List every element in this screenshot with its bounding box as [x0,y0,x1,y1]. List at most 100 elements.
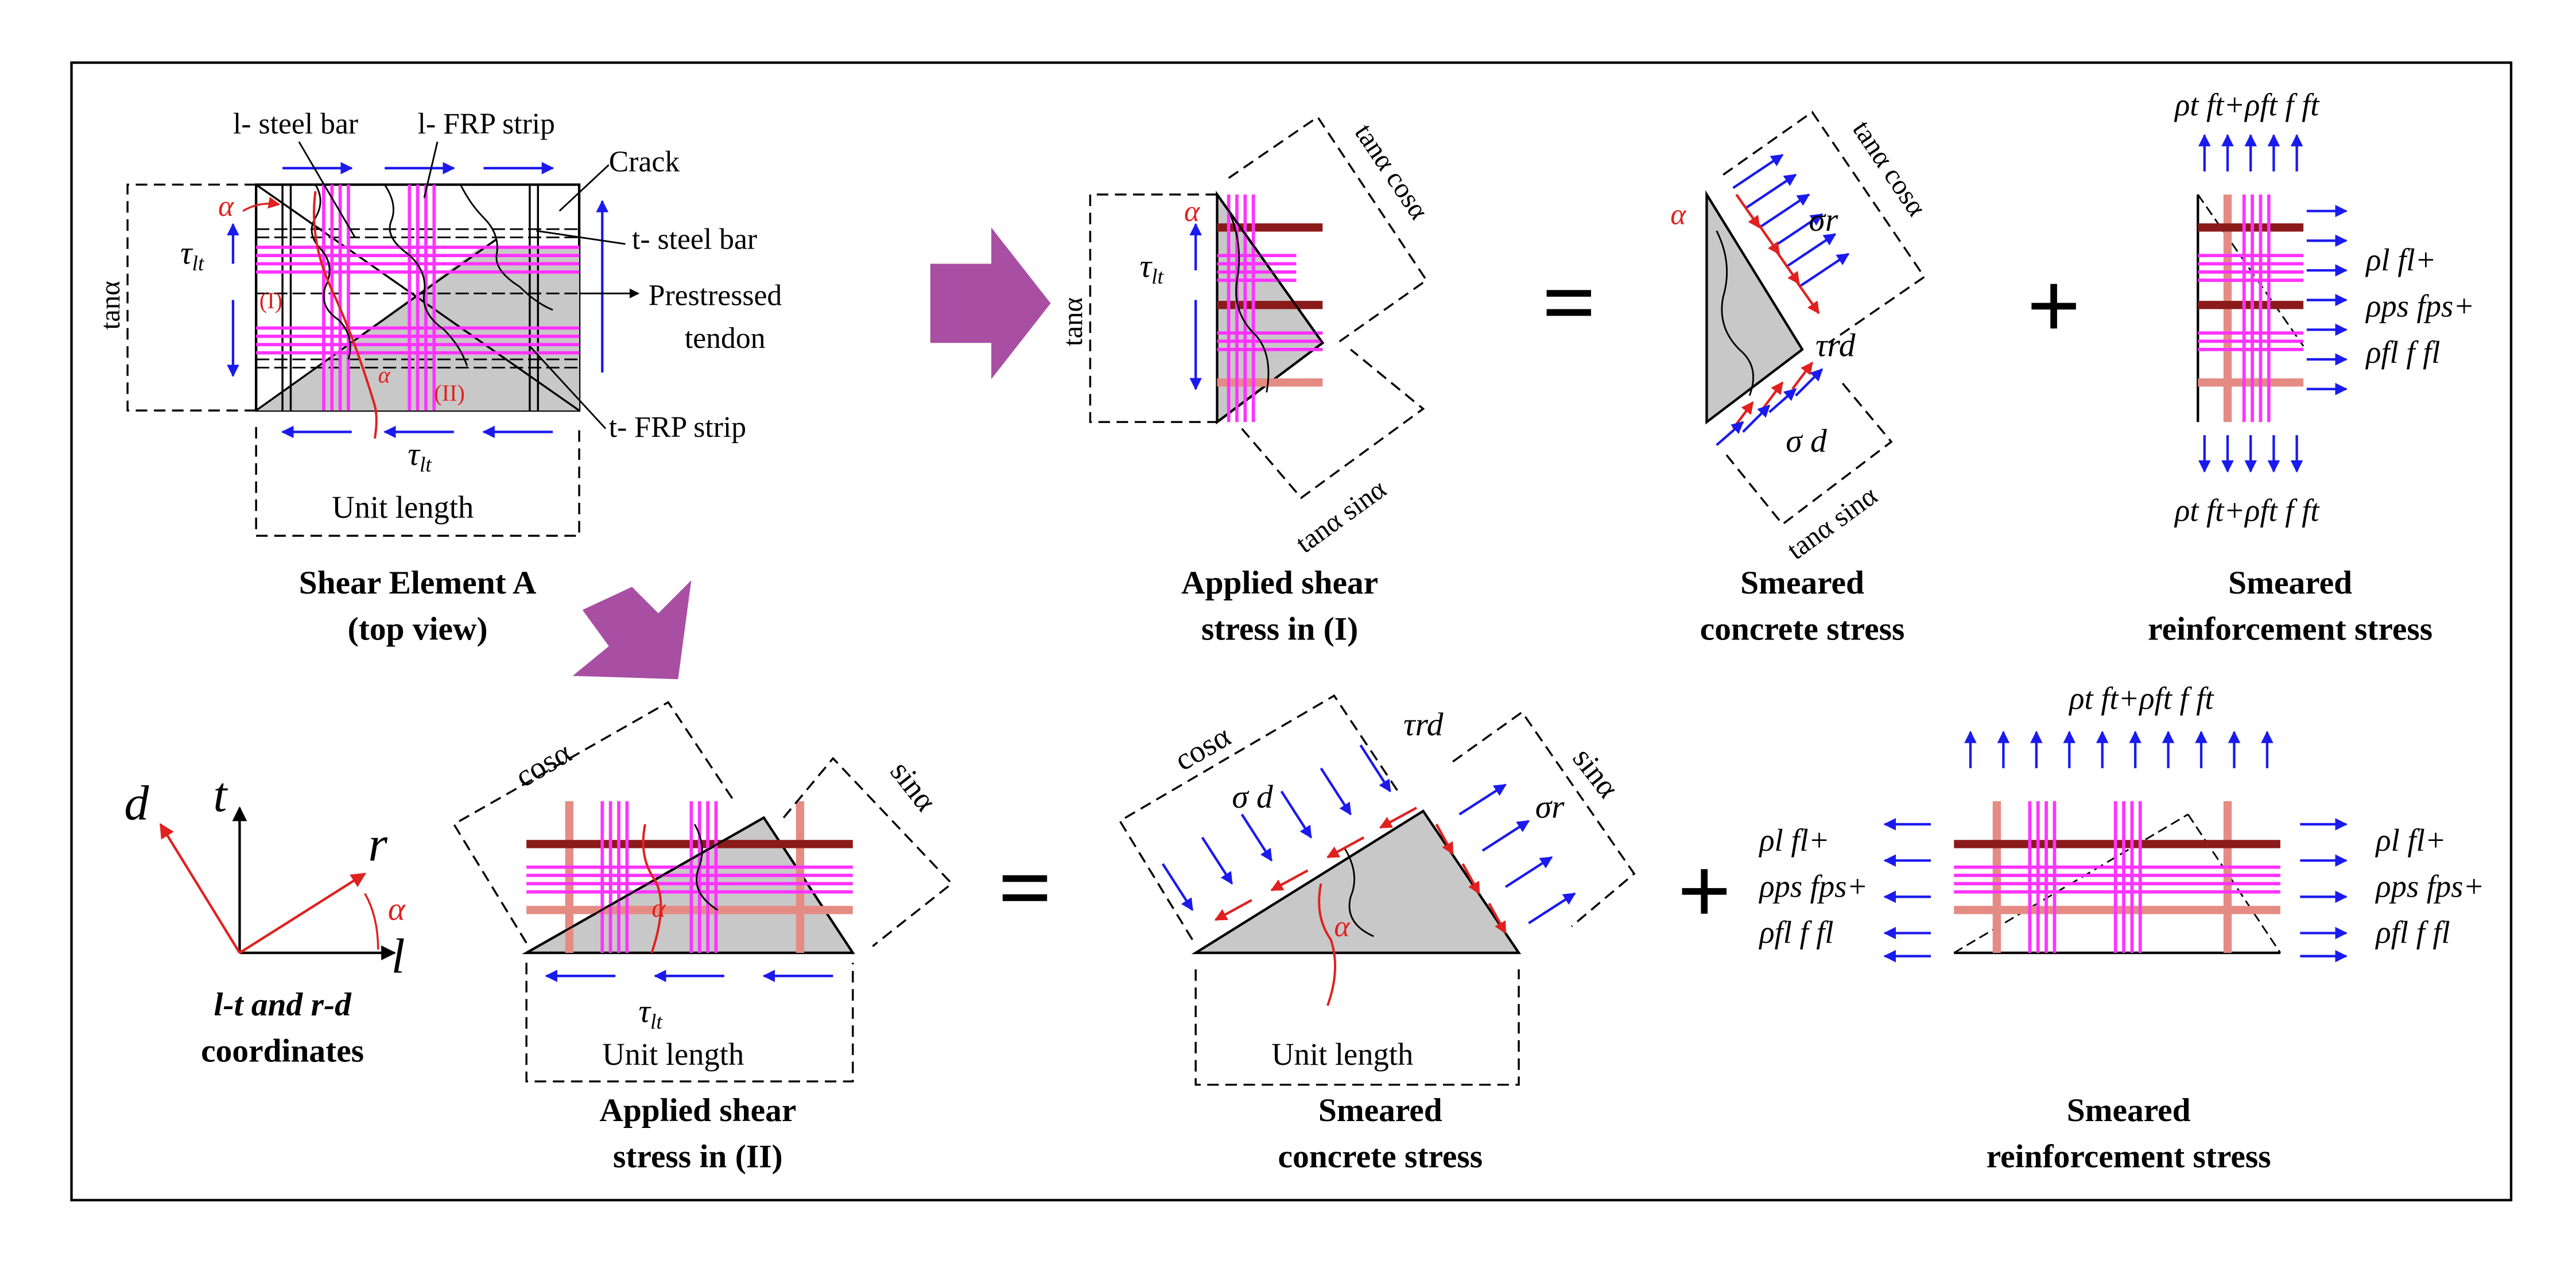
panel-ii-unit-length [525,963,854,1083]
axis-l-label: l [391,928,405,983]
l-frp-strip-label: l- FRP strip [418,108,555,141]
reinf-i-frp [2198,194,2304,422]
red-crack-line [313,191,378,439]
crack-line-3 [460,184,553,311]
panel-ii-sin-label: sinα [884,754,944,817]
concrete-ii: α cosα sinα σ d τrd σ [1118,694,1636,1174]
concrete-ii-caption-1: Smeared [1318,1092,1442,1129]
concrete-i-dim-bottom [1725,382,1893,526]
concrete-ii-dim-sin [1452,711,1636,928]
panel-i-tau: τlt [1140,248,1165,288]
axis-r-label: r [368,816,387,871]
concrete-i-caption-1: Smeared [1740,565,1864,601]
panel-i: tanα τlt α tanα cosα tanα sinα Applied s… [1057,115,1436,647]
panel-i-tansin: tanα sinα [1290,473,1392,559]
axis-d-label: d [124,775,149,830]
panel-ii-diagonal [526,816,765,954]
callout-t-steel [536,230,626,245]
panel-i-alpha: α [1184,195,1200,228]
reinf-i-top-label: ρt ft+ρft f ft [2174,87,2320,122]
panel-i-crack [1229,214,1270,393]
concrete-ii-sigma-r-label: σr [1535,789,1565,825]
reinf-i-arrows-down [2198,435,2303,473]
reinf-ii-left-3: ρfl f fl [1758,915,1833,950]
concrete-ii-crack-2 [1343,847,1374,937]
concrete-ii-sigma-d [1161,744,1391,912]
concrete-ii-caption-2: concrete stress [1278,1138,1483,1174]
reinf-i-right-3: ρfl f fl [2365,335,2440,370]
concrete-ii-sin-label: sinα [1566,741,1627,804]
t-frp-strip-label: t- FRP strip [609,411,746,444]
outer-frame [70,61,2513,1201]
panel-i-diagonal [1216,193,1324,344]
reinforcement-ii: ρt ft+ρft f ft ρl fl+ ρps fps+ ρfl f fl … [1758,681,2484,1174]
equals-sign-top: = [1542,250,1596,356]
callout-l-frp [423,141,439,198]
prestressed-label: Prestressed [649,279,782,312]
caption-element-a-2: (top view) [348,611,488,647]
panel-ii-frp [526,801,853,953]
reinf-ii-right-3: ρfl f fl [2375,915,2450,950]
panel-ii-dim-sin [782,757,953,947]
l-steel-bar-label: l- steel bar [233,108,358,141]
concrete-ii-sigma-r [1458,784,1576,925]
panel-i-tan-dim [1089,193,1217,423]
tau-lt-bottom: τlt [408,436,432,476]
panel-ii: α τlt cosα sinα Unit length Applied shea… [452,701,953,1174]
alpha-label-top: α [218,190,234,223]
coord-caption-2: coordinates [201,1033,364,1069]
concrete-i-triangle [1705,190,1804,425]
crack-line-1 [311,184,351,360]
panel-ii-crack-2 [693,824,719,911]
panel-ii-cos-label: cosα [509,735,577,794]
reinf-ii-frp [1954,801,2280,953]
coord-alpha-label: α [388,891,406,928]
shear-element-a: α α (I) (II) tanα τlt τlt Unit length [94,108,782,647]
panel-i-tan-label: tanα [1057,297,1088,346]
concrete-i-sigma-d-label: σ d [1786,423,1827,459]
callout-t-frp [529,346,607,429]
panel-i-tancos: tanα cosα [1349,118,1436,225]
panel-ii-unit-length-label: Unit length [602,1037,744,1072]
reinf-i-bottom-label: ρt ft+ρft f ft [2174,493,2320,528]
coordinate-axes: d t r l α l-t and r-d coordinates [124,767,406,1069]
callout-l-steel [298,141,356,238]
tan-alpha-label: tanα [94,281,126,329]
panel-ii-dim-cos [452,701,735,944]
axis-t-label: t [214,767,228,822]
concrete-i-caption-2: concrete stress [1700,611,1905,647]
panel-ii-tau: τlt [638,994,663,1034]
diagonal-line-2 [255,238,498,412]
equals-sign-bottom: = [998,836,1053,941]
plus-sign-top: + [2027,254,2081,359]
panel-i-caption-1: Applied shear [1181,565,1378,601]
unit-length-bracket [255,426,580,537]
reinf-ii-arrows-up [1964,730,2274,769]
concrete-ii-cos-label: cosα [1169,718,1236,777]
callout-crack [558,164,610,212]
reinf-ii-arrows-left [1883,818,1931,963]
concrete-i-sigma-d [1716,368,1824,447]
t-steel-bar-label: t- steel bar [632,223,757,256]
concrete-ii-unit-length-label: Unit length [1271,1037,1413,1072]
reinf-i-right-2: ρps fps+ [2365,288,2474,323]
reinf-ii-right-1: ρl fl+ [2375,823,2446,858]
concrete-ii-sigma-d-label: σ d [1232,779,1273,815]
big-arrow-right [930,227,1051,379]
region-ii-label: (II) [434,380,465,406]
concrete-i-dim-top [1722,110,1926,344]
reinf-ii-right-2: ρps fps+ [2375,868,2484,904]
tendon-label: tendon [685,322,766,355]
panel-ii-crack [642,824,662,953]
concrete-i-sigma-r-label: σr [1809,202,1838,238]
unit-length-label: Unit length [332,490,474,525]
reinf-ii-caption-1: Smeared [2067,1092,2191,1129]
crack-label: Crack [609,146,680,179]
panel-ii-caption-1: Applied shear [599,1092,796,1129]
panel-ii-alpha: α [651,893,666,922]
panel-i-dim-top [1228,115,1428,344]
reinf-i-caption-1: Smeared [2228,565,2352,601]
concrete-i: tanα cosα tanα sinα σr τrd σ d α Smeared… [1670,110,1933,647]
